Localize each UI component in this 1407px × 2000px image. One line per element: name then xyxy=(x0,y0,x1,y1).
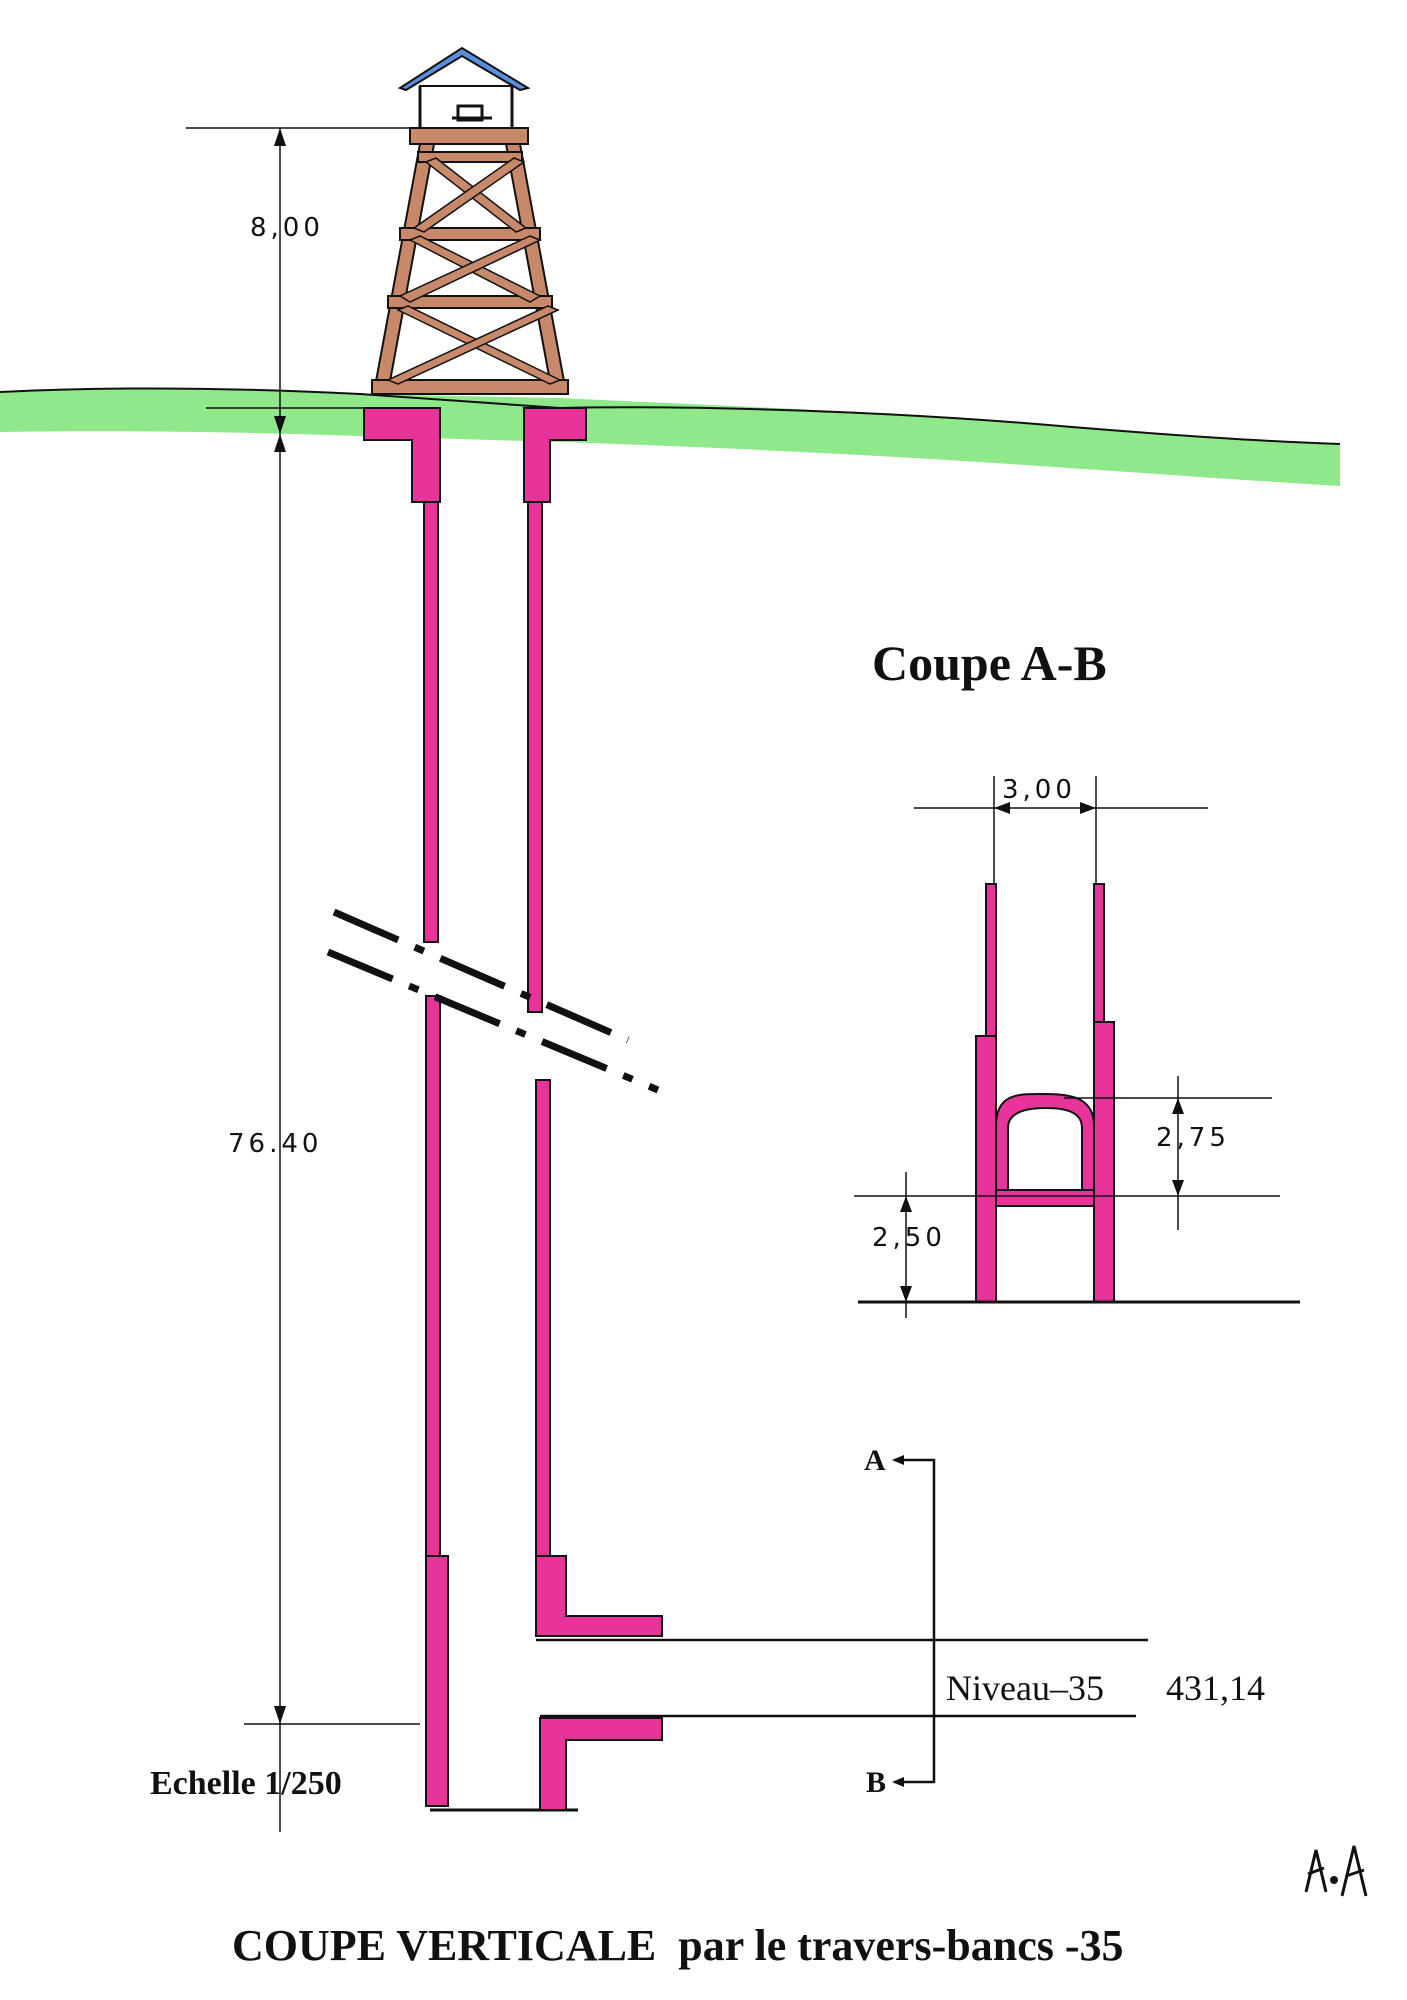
dimension-tower xyxy=(186,127,420,434)
shaft-walls xyxy=(423,501,578,1812)
shaft-wall-right-lower xyxy=(535,1079,551,1557)
tower-leg-left xyxy=(372,143,436,393)
scale-label: Echelle 1/250 xyxy=(150,1765,342,1802)
break-lines xyxy=(326,908,660,1094)
tower-leg-right xyxy=(504,143,568,393)
main-title: COUPE VERTICALE par le travers-bancs -35 xyxy=(232,1921,1124,1970)
gallery-height-label: 2,75 xyxy=(1156,1123,1230,1153)
tower-platform xyxy=(409,127,529,145)
shaft-wall-left-upper xyxy=(423,501,439,943)
shaft-wall-left-lower xyxy=(425,995,441,1557)
dimension-shaft xyxy=(244,434,420,1832)
tower-roof xyxy=(397,46,531,92)
section-ab-detail xyxy=(854,776,1300,1318)
shaft-depth-label: 76.40 xyxy=(228,1129,322,1159)
signature-mark xyxy=(1304,1845,1368,1897)
gallery-width-label: 3,00 xyxy=(1002,775,1076,805)
shaft-wall-right-upper xyxy=(527,501,543,1013)
pulley-icon xyxy=(456,104,484,122)
marker-b: B xyxy=(866,1766,886,1799)
headframe-tower xyxy=(371,46,569,395)
level-value: 431,14 xyxy=(1166,1668,1265,1708)
crosscut-gallery xyxy=(535,1555,1148,1811)
tower-height-label: 8,00 xyxy=(250,213,324,243)
section-marker xyxy=(892,1455,936,1787)
marker-a: A xyxy=(864,1444,886,1477)
shaft-wall-left-bottom xyxy=(425,1555,449,1807)
shaft-collar xyxy=(363,407,587,503)
section-title: Coupe A-B xyxy=(872,635,1107,691)
ground-surface xyxy=(0,388,1340,486)
floor-height-label: 2,50 xyxy=(872,1223,946,1253)
level-name: Niveau–35 xyxy=(946,1668,1104,1708)
ground-line xyxy=(0,387,1341,445)
